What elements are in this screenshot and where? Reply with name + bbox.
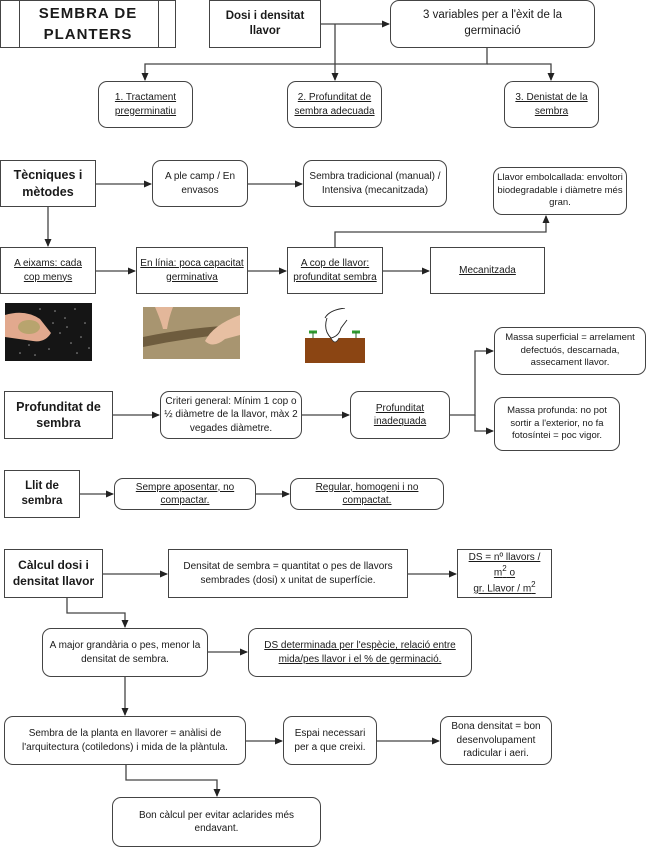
node-depth-shallow: Massa superficial = arrelament defectuós…	[494, 327, 646, 375]
node-seedbed-step2-label: Regular, homogeni i no compactat.	[315, 481, 419, 507]
node-depth-shallow-label: Massa superficial = arrelament defectuós…	[505, 331, 635, 369]
broadcast-photo-art	[5, 303, 92, 361]
arrow-inadequate-to-shallow	[450, 347, 494, 416]
node-method-mecanitzada: Mecanitzada	[430, 247, 545, 294]
node-calc-good-calc-label: Bon càlcul per evitar aclarides més enda…	[138, 809, 295, 835]
node-dose-density: Dosi i densitat llavor	[209, 0, 321, 48]
arrow-variables-to-var3	[487, 63, 555, 81]
node-variable-1: 1. Tractament pregerminatiu	[98, 81, 193, 128]
node-calc-label: Càlcul dosi i densitat llavor	[12, 557, 95, 588]
arrow-nursery-to-goodcalc	[125, 765, 221, 797]
node-method-eixams: A eixams: cada cop menys	[0, 247, 96, 294]
node-calc-definition: Densitat de sembra = quantitat o pes de …	[168, 549, 408, 598]
node-seedbed-step1: Sempre aposentar, no compactar.	[114, 478, 256, 510]
node-techniques: Tècniques i mètodes	[0, 160, 96, 207]
node-variable-1-label: 1. Tractament pregerminatiu	[114, 92, 177, 117]
arrow-variables-to-list	[141, 48, 488, 81]
node-coated-seed-label: Llavor embolcallada: envoltori biodegrad…	[497, 171, 623, 209]
node-seedbed-label: Llit de sembra	[21, 480, 63, 507]
title-border-left	[19, 1, 20, 47]
title-border-right	[158, 1, 159, 47]
node-three-variables-label: 3 variables per a l'èxit de la germinaci…	[423, 9, 562, 37]
node-dose-density-label: Dosi i densitat llavor	[225, 10, 305, 37]
node-depth-label: Profunditat de sembra	[16, 399, 101, 430]
node-coated-seed: Llavor embolcallada: envoltori biodegrad…	[493, 167, 627, 215]
node-seedbed-step1-label: Sempre aposentar, no compactar.	[135, 481, 235, 507]
node-calc-definition-label: Densitat de sembra = quantitat o pes de …	[183, 561, 393, 586]
seed-hole-art	[305, 308, 365, 363]
formula-line-2-text: gr. Llavor / m	[473, 583, 532, 595]
node-method-cop-label: A cop de llavor: profunditat sembra	[293, 258, 377, 283]
node-depth: Profunditat de sembra	[4, 391, 113, 439]
node-open-field-label: A ple camp / En envasos	[164, 171, 236, 196]
node-techniques-label: Tècniques i mètodes	[13, 168, 83, 199]
node-calc-species-label: DS determinada per l'espècie, relació en…	[264, 640, 456, 665]
node-calc-good-calc: Bon càlcul per evitar aclarides més enda…	[112, 797, 321, 847]
node-method-linia-label: En línia: poca capacitat germinativa	[140, 258, 244, 283]
hand-broadcasting-seeds-photo	[5, 303, 92, 361]
formula-line-1-tail: o	[506, 567, 516, 579]
node-calc-nursery: Sembra de la planta en llavorer = anàlis…	[4, 716, 246, 765]
node-variable-3-label: 3. Denistat de la sembra	[515, 92, 588, 117]
node-variable-2: 2. Profunditat de sembra adecuada	[287, 81, 382, 128]
node-calc-space: Espai necessari per a que creixi.	[283, 716, 377, 765]
node-depth-deep-label: Massa profunda: no pot sortir a l'exteri…	[507, 404, 607, 442]
node-method-linia: En línia: poca capacitat germinativa	[136, 247, 248, 294]
node-calc-species: DS determinada per l'espècie, relació en…	[248, 628, 472, 677]
page-title-text: SEMBRA DE PLANTERS	[38, 5, 138, 43]
node-method-eixams-label: A eixams: cada cop menys	[14, 258, 82, 283]
node-depth-inadequate: Profunditat inadequada	[350, 391, 450, 439]
formula-line-1: DS = nº llavors / m2 o	[461, 551, 548, 580]
row-photo-art	[143, 307, 240, 359]
node-calc-good-density: Bona densitat = bon desenvolupament radi…	[440, 716, 552, 765]
node-variable-2-label: 2. Profunditat de sembra adecuada	[294, 92, 375, 117]
node-calc-nursery-label: Sembra de la planta en llavorer = anàlis…	[22, 728, 228, 753]
node-calc-space-label: Espai necessari per a que creixi.	[294, 728, 366, 753]
page-title: SEMBRA DE PLANTERS	[0, 0, 176, 48]
node-depth-criterion-label: Criteri general: Mínim 1 cop o ½ diàmetr…	[164, 395, 298, 434]
arrow-inadequate-to-deep	[474, 415, 494, 435]
formula-line-1-exponent: 2	[502, 564, 507, 574]
node-calc-size-rule-label: A major grandària o pes, menor la densit…	[49, 640, 201, 665]
node-calc-formula: DS = nº llavors / m2 o gr. Llavor / m2	[457, 549, 552, 598]
arrow-calc-to-size	[66, 598, 129, 628]
node-traditional: Sembra tradicional (manual) / Intensiva …	[303, 160, 447, 207]
node-variable-3: 3. Denistat de la sembra	[504, 81, 599, 128]
hands-sowing-in-row-photo	[143, 307, 240, 359]
arrow-cop-to-coated	[334, 215, 550, 247]
node-depth-inadequate-label: Profunditat inadequada	[373, 402, 427, 428]
formula-line-2: gr. Llavor / m2	[473, 580, 535, 596]
node-three-variables: 3 variables per a l'èxit de la germinaci…	[390, 0, 595, 48]
node-calc: Càlcul dosi i densitat llavor	[4, 549, 103, 598]
node-depth-deep: Massa profunda: no pot sortir a l'exteri…	[494, 397, 620, 451]
node-seedbed-step2: Regular, homogeni i no compactat.	[290, 478, 444, 510]
seed-hole-sowing-illustration	[303, 308, 367, 364]
node-open-field: A ple camp / En envasos	[152, 160, 248, 207]
node-calc-good-density-label: Bona densitat = bon desenvolupament radi…	[451, 721, 541, 760]
node-method-mecanitzada-label: Mecanitzada	[459, 264, 516, 276]
node-method-cop: A cop de llavor: profunditat sembra	[287, 247, 383, 294]
formula-line-2-exponent: 2	[531, 580, 536, 590]
node-calc-size-rule: A major grandària o pes, menor la densit…	[42, 628, 208, 677]
node-seedbed: Llit de sembra	[4, 470, 80, 518]
formula-line-1-text: DS = nº llavors / m	[468, 551, 541, 579]
node-traditional-label: Sembra tradicional (manual) / Intensiva …	[309, 171, 441, 196]
node-depth-criterion: Criteri general: Mínim 1 cop o ½ diàmetr…	[160, 391, 302, 439]
